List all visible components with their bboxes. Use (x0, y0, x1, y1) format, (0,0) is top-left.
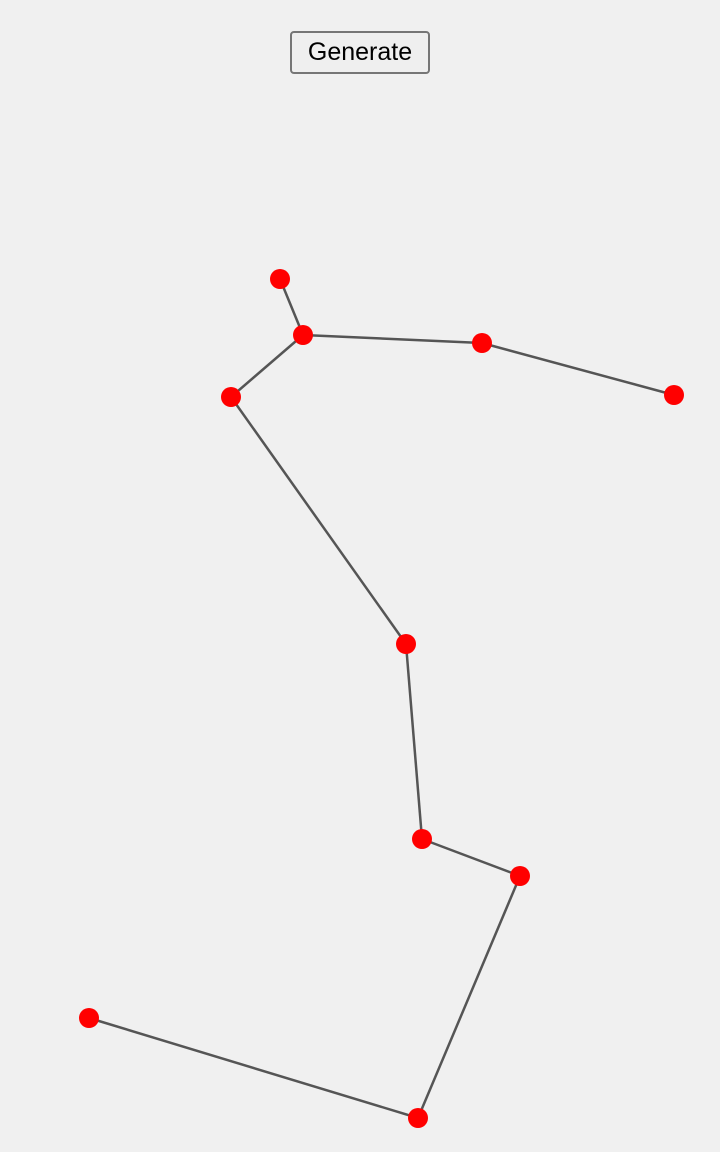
graph-edge (421, 837, 521, 878)
graph-edge (481, 341, 675, 397)
graph-edges (88, 278, 675, 1120)
graph-node[interactable] (472, 333, 492, 353)
graph-node[interactable] (293, 325, 313, 345)
graph-node[interactable] (270, 269, 290, 289)
graph-node[interactable] (79, 1008, 99, 1028)
graph-edge (416, 875, 522, 1119)
graph-node[interactable] (664, 385, 684, 405)
graph-edge (404, 643, 424, 840)
graph-nodes (79, 269, 684, 1128)
graph-edge (302, 333, 483, 345)
graph-edge (230, 334, 304, 398)
graph-node[interactable] (408, 1108, 428, 1128)
generate-button[interactable]: Generate (290, 31, 430, 74)
graph-edge (229, 396, 408, 645)
graph-node[interactable] (510, 866, 530, 886)
graph-node[interactable] (412, 829, 432, 849)
graph-node[interactable] (221, 387, 241, 407)
graph-edge (88, 1016, 419, 1120)
graph-edge (278, 278, 305, 336)
graph-node[interactable] (396, 634, 416, 654)
